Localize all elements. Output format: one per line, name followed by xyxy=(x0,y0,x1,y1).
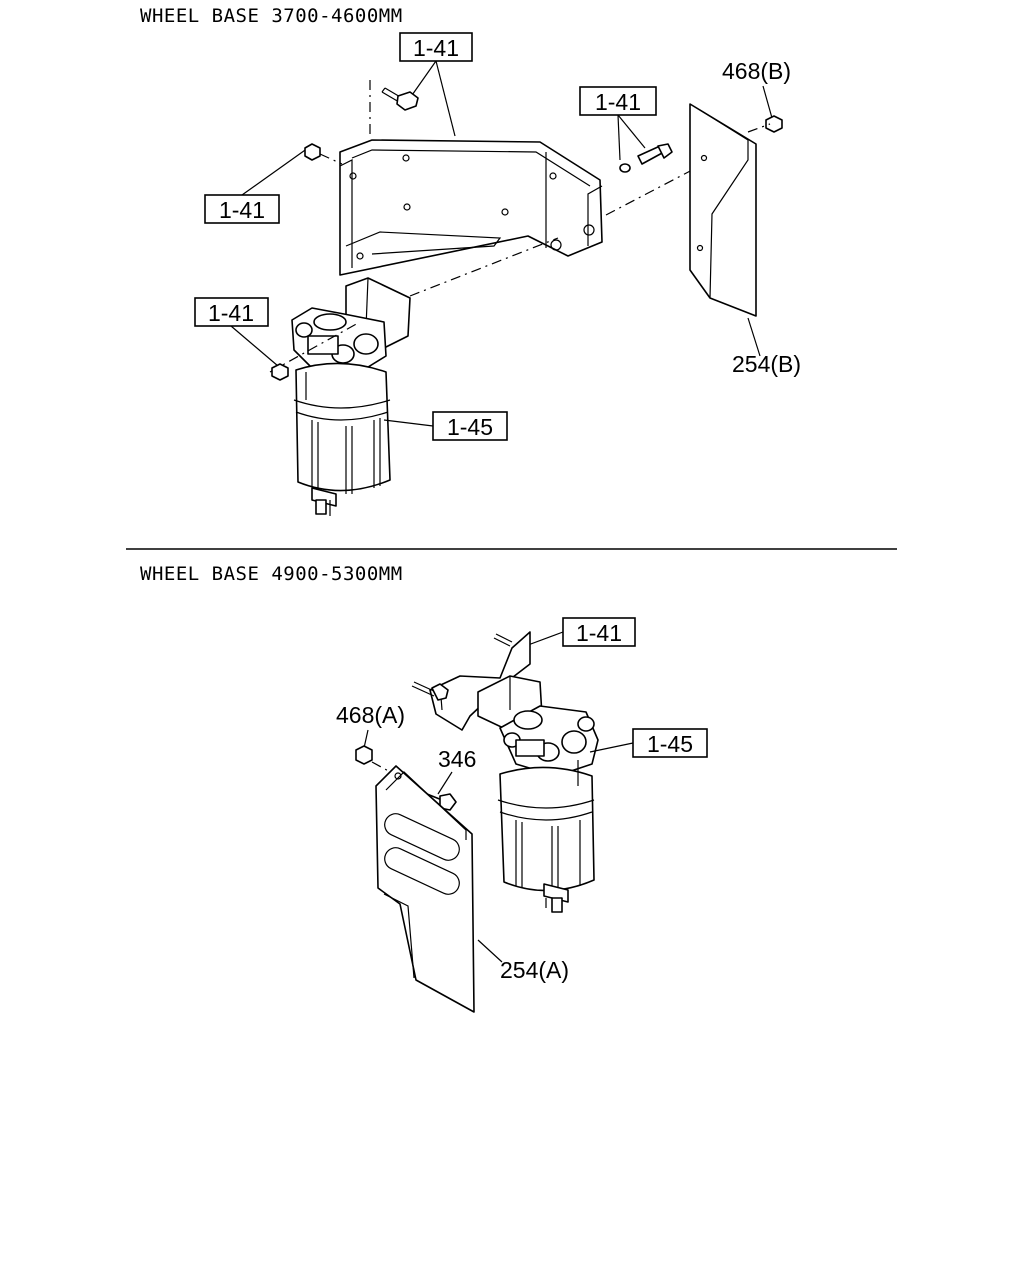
section-heading: WHEEL BASE 3700-4600MM xyxy=(140,5,403,27)
svg-text:468(B): 468(B) xyxy=(722,58,791,84)
svg-text:1-41: 1-41 xyxy=(595,89,641,115)
ref-cover-254b[interactable]: 254(B) xyxy=(732,351,801,377)
svg-text:1-45: 1-45 xyxy=(447,414,493,440)
left-nut xyxy=(304,143,343,165)
svg-text:1-41: 1-41 xyxy=(219,197,265,223)
section-wheel-base-4900-5300: WHEEL BASE 4900-5300MM 1-41 xyxy=(140,563,708,1013)
cover-plate-b: 254(B) xyxy=(689,103,801,377)
callout-bracket-bolt[interactable]: 1-41 xyxy=(399,32,473,137)
callout-lower-nut[interactable]: 1-41 xyxy=(194,297,289,381)
callout-left-nut[interactable]: 1-41 xyxy=(204,147,309,224)
fuel-filter-b xyxy=(269,237,559,516)
svg-text:1-41: 1-41 xyxy=(576,620,622,646)
ref-cover-254a[interactable]: 254(A) xyxy=(500,957,569,983)
mounting-bracket xyxy=(339,139,603,276)
section-wheel-base-3700-4600: WHEEL BASE 3700-4600MM 1-41 xyxy=(140,5,801,516)
callout-filter-b[interactable]: 1-45 xyxy=(383,411,508,441)
callout-bracket-a[interactable]: 1-41 xyxy=(519,617,636,649)
svg-text:1-45: 1-45 xyxy=(647,731,693,757)
callout-washer-bolt[interactable]: 1-41 xyxy=(579,86,657,161)
fuel-filter-a xyxy=(497,705,599,913)
svg-text:1-41: 1-41 xyxy=(208,300,254,326)
section-heading: WHEEL BASE 4900-5300MM xyxy=(140,563,403,585)
ref-nut-468a[interactable]: 468(A) xyxy=(336,702,405,775)
bracket-bolt xyxy=(369,80,419,138)
svg-text:1-41: 1-41 xyxy=(413,35,459,61)
svg-text:468(A): 468(A) xyxy=(336,702,405,728)
cover-plate-a: 254(A) xyxy=(375,765,569,1013)
svg-text:346: 346 xyxy=(438,746,476,772)
ref-nut-468b[interactable]: 468(B) xyxy=(722,58,791,133)
callout-filter-a[interactable]: 1-45 xyxy=(589,728,708,758)
